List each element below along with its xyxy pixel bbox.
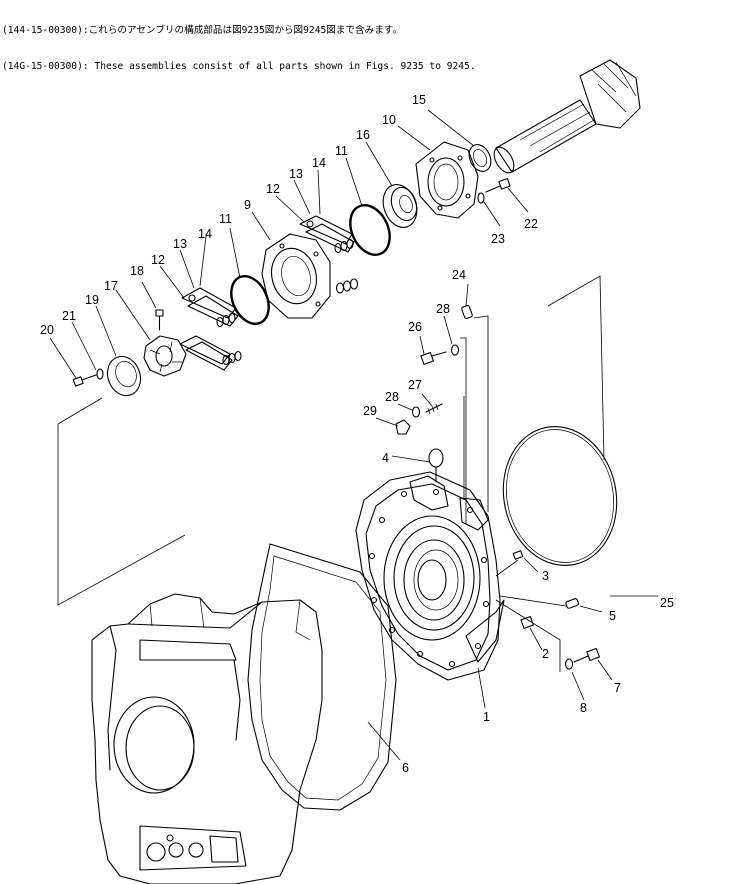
large-o-ring-part-25 [502,425,618,567]
retainer-part-10 [415,141,479,219]
callout-21: 21 [62,309,76,323]
shims-upper [299,215,355,254]
callout-numbers: 1 2 3 4 5 6 7 8 9 10 11 11 12 12 13 13 1… [40,93,674,775]
figure-note: (144-15-00300):これらのアセンブリの構成部品は図9235図から図9… [2,1,476,85]
callout-19: 19 [85,293,99,307]
callout-28-upper: 28 [436,302,450,316]
plug-part-3 [512,550,524,560]
callout-8: 8 [580,701,587,715]
bolt-part-26 [420,351,447,365]
gasket-part-6 [247,543,397,811]
o-ring-part-11-upper [349,204,391,256]
bolt-part-7 [573,647,600,663]
callout-20: 20 [40,323,54,337]
washer-part-8 [564,658,574,670]
callout-15: 15 [412,93,426,107]
callout-29: 29 [363,404,377,418]
callout-3: 3 [542,569,549,583]
callout-11-lower: 11 [219,212,232,226]
callout-22: 22 [524,217,538,231]
callout-18: 18 [130,264,144,278]
callout-10: 10 [382,113,396,127]
callout-1: 1 [483,710,490,724]
eye-bolt-part-4 [428,448,444,483]
large-o-ring-inner [505,429,615,563]
washer-part-28-upper [450,344,460,356]
callout-6: 6 [402,761,409,775]
callout-leaders [49,109,658,761]
callout-23: 23 [491,232,505,246]
callout-14-lower: 14 [198,227,212,241]
cage-part-9 [261,233,359,319]
seal-part-15 [468,144,492,172]
washer-part-23 [477,192,485,204]
figure-note-jp: (144-15-00300):これらのアセンブリの構成部品は図9235図から図9… [2,25,403,36]
callout-4: 4 [382,451,389,465]
cover-plate-part-19 [106,355,142,397]
bolt-part-22 [485,177,511,193]
stud-part-27 [425,403,443,415]
bearing-part-16 [382,184,418,228]
callout-25: 25 [660,596,674,610]
callout-27: 27 [408,378,422,392]
callout-28-lower: 28 [385,390,399,404]
bolt-part-18 [155,309,164,331]
callout-2: 2 [542,647,549,661]
pin-part-24 [461,305,473,319]
washer-part-28-lower [411,406,421,418]
transmission-housing [91,593,323,884]
callout-26: 26 [408,320,422,334]
callout-24: 24 [452,268,466,282]
callout-17: 17 [104,279,118,293]
bolt-part-20 [72,374,97,387]
callout-11-upper: 11 [335,144,348,158]
shims-lower [179,287,242,371]
callout-5: 5 [609,609,616,623]
callout-14-upper: 14 [312,156,326,170]
figure-note-en: (14G-15-00300): These assemblies consist… [2,61,476,72]
flange-case-part-1 [355,471,505,681]
bevel-gear-shaft [493,59,641,174]
nut-part-29 [395,419,411,435]
callout-7: 7 [614,681,621,695]
lock-nut-part-17 [143,335,187,377]
callout-9: 9 [244,198,251,212]
callout-16: 16 [356,128,370,142]
callout-13-upper: 13 [289,167,303,181]
alignment-lines [57,275,605,672]
callout-12-upper: 12 [266,182,280,196]
callout-13-lower: 13 [173,237,187,251]
pin-part-5 [565,598,579,609]
callout-12-lower: 12 [151,253,165,267]
washer-part-21 [96,368,104,380]
